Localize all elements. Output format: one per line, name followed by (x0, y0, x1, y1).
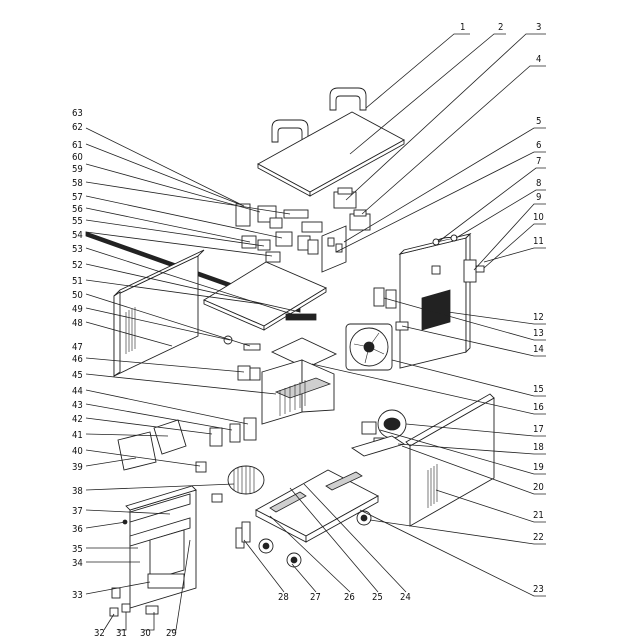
callout-label-13: 13 (533, 328, 544, 339)
callout-label-62: 62 (72, 122, 83, 133)
part-pcb-vertical (321, 225, 347, 273)
part-main-transformer (350, 409, 407, 457)
part-small-components (235, 203, 323, 263)
part-back-panel (398, 232, 472, 369)
callout-label-2: 2 (498, 22, 503, 33)
callout-label-29: 29 (166, 628, 177, 639)
callout-label-53: 53 (72, 244, 83, 255)
part-center-coil (195, 461, 265, 503)
vent-back (421, 289, 451, 331)
callout-label-28: 28 (278, 592, 289, 603)
callout-label-49: 49 (72, 304, 83, 315)
callout-label-1: 1 (460, 22, 465, 33)
callout-label-5: 5 (536, 116, 541, 127)
callout-label-30: 30 (140, 628, 151, 639)
callout-label-57: 57 (72, 192, 83, 203)
callout-label-52: 52 (72, 260, 83, 271)
callout-label-12: 12 (533, 312, 544, 323)
callout-label-35: 35 (72, 544, 83, 555)
callout-label-48: 48 (72, 318, 83, 329)
part-left-side-panel (113, 249, 205, 377)
callout-label-26: 26 (344, 592, 355, 603)
callout-label-32: 32 (94, 628, 105, 639)
callout-label-40: 40 (72, 446, 83, 457)
part-connectors (223, 335, 261, 381)
wheel-icon (258, 510, 372, 568)
vent-right (427, 464, 438, 508)
callout-label-50: 50 (72, 290, 83, 301)
callout-label-11: 11 (533, 236, 544, 247)
callout-label-55: 55 (72, 216, 83, 227)
callout-label-10: 10 (533, 212, 544, 223)
callout-label-7: 7 (536, 156, 541, 167)
callout-label-14: 14 (533, 344, 544, 355)
callout-label-20: 20 (533, 482, 544, 493)
callout-label-60: 60 (72, 152, 83, 163)
part-top-cover (257, 111, 405, 197)
part-air-fitting (463, 259, 485, 283)
part-handle-1 (271, 87, 367, 143)
callout-label-36: 36 (72, 524, 83, 535)
callout-label-27: 27 (310, 592, 321, 603)
callout-label-46: 46 (72, 354, 83, 365)
heatsink-fins (279, 380, 306, 416)
fan-icon (345, 323, 393, 371)
callout-label-8: 8 (536, 178, 541, 189)
callout-label-59: 59 (72, 164, 83, 175)
callout-label-23: 23 (533, 584, 544, 595)
part-front-panel (122, 485, 197, 609)
part-base-plate (255, 469, 379, 543)
parts-drawing (85, 87, 495, 617)
part-heatsink-plate (261, 337, 338, 425)
part-control-pcb (117, 417, 257, 471)
callout-label-37: 37 (72, 506, 83, 517)
callout-label-15: 15 (533, 384, 544, 395)
part-mid-plate (203, 261, 327, 331)
callout-label-54: 54 (72, 230, 83, 241)
callout-label-33: 33 (72, 590, 83, 601)
callout-labels: 1 2 3 4 5 6 7 8 9 10 11 12 13 14 15 16 1… (72, 22, 544, 639)
callout-label-25: 25 (372, 592, 383, 603)
callout-label-47: 47 (72, 342, 83, 353)
callout-label-31: 31 (116, 628, 127, 639)
part-front-connectors (109, 587, 159, 617)
callout-label-9: 9 (536, 192, 541, 203)
callout-label-61: 61 (72, 140, 83, 151)
callout-label-18: 18 (533, 442, 544, 453)
callout-label-34: 34 (72, 558, 83, 569)
coil-windings (233, 466, 255, 494)
callout-label-45: 45 (72, 370, 83, 381)
callout-label-21: 21 (533, 510, 544, 521)
callout-label-4: 4 (536, 54, 541, 65)
callout-label-19: 19 (533, 462, 544, 473)
callout-label-22: 22 (533, 532, 544, 543)
callout-label-16: 16 (533, 402, 544, 413)
callout-label-58: 58 (72, 178, 83, 189)
callout-label-24: 24 (400, 592, 411, 603)
callout-label-44: 44 (72, 386, 83, 397)
callout-label-17: 17 (533, 424, 544, 435)
callout-label-43: 43 (72, 400, 83, 411)
callout-label-41: 41 (72, 430, 83, 441)
callout-label-39: 39 (72, 462, 83, 473)
callout-label-3: 3 (536, 22, 541, 33)
callout-label-6: 6 (536, 140, 541, 151)
callout-label-42: 42 (72, 414, 83, 425)
part-right-side-panel (405, 393, 495, 527)
callout-label-56: 56 (72, 204, 83, 215)
callout-label-51: 51 (72, 276, 83, 287)
part-bracket (235, 521, 251, 549)
callout-label-63: 63 (72, 108, 83, 119)
callout-label-38: 38 (72, 486, 83, 497)
callout-lines (85, 33, 546, 631)
